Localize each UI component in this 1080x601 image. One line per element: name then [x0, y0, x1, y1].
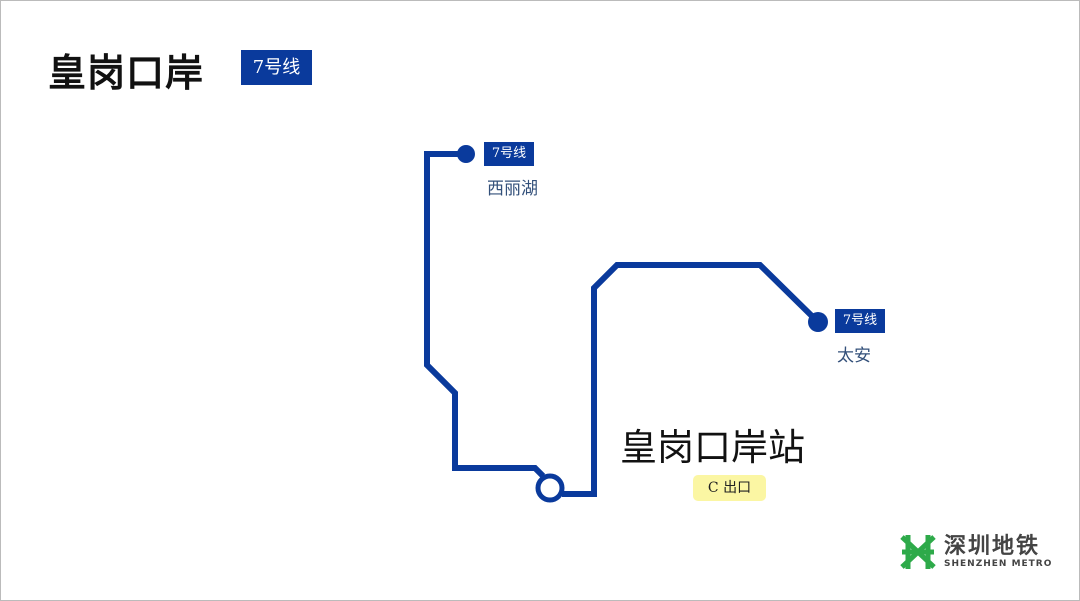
line-badge: 7号线	[241, 50, 312, 85]
station-line-badge: 7号线	[484, 142, 534, 166]
metro-logo-icon	[900, 535, 936, 569]
current-station-name: 皇岗口岸站	[620, 426, 805, 469]
logo-cn: 深圳地铁	[944, 534, 1041, 559]
station-line-badge: 7号线	[835, 309, 885, 333]
route-line	[562, 262, 821, 497]
terminal-dot-xilihu	[457, 145, 475, 163]
route-line	[424, 151, 546, 479]
terminal-dot-taian	[808, 312, 828, 332]
station-label: 西丽湖	[487, 179, 538, 199]
station-label: 太安	[837, 346, 871, 366]
logo-en: SHENZHEN METRO	[944, 559, 1053, 569]
current-station-marker	[535, 473, 565, 503]
shenzhen-metro-logo: 深圳地铁 SHENZHEN METRO	[900, 533, 1052, 571]
page-title: 皇岗口岸	[48, 51, 205, 95]
exit-label: C 出口	[693, 475, 766, 501]
